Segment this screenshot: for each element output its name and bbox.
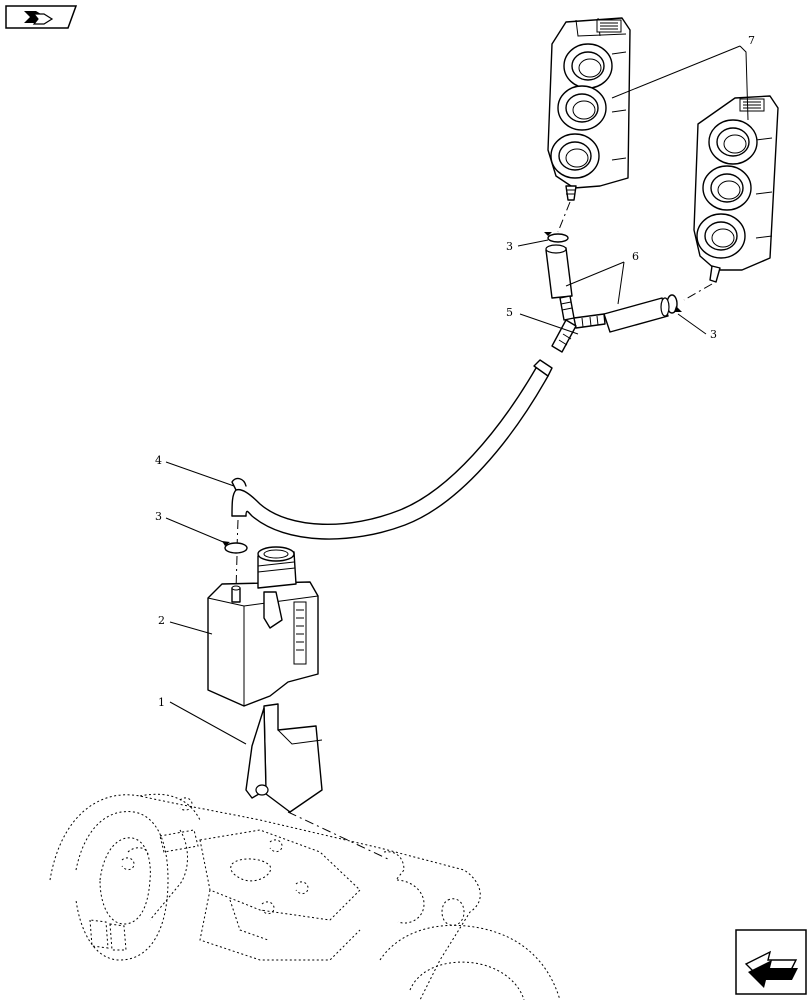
leader-lines: [165, 45, 749, 745]
callout-labels: 7 3 6 5 3 4 3 2 1: [155, 34, 755, 709]
callout-3-right: 3: [710, 328, 717, 341]
callout-7: 7: [748, 34, 755, 47]
assembly-view-icon[interactable]: [5, 5, 78, 29]
port-b3: [696, 213, 746, 259]
next-page-arrow-icon[interactable]: [735, 929, 807, 995]
callout-1: 1: [158, 696, 165, 709]
callout-2: 2: [158, 614, 165, 627]
callout-4: 4: [155, 454, 162, 467]
port-a3: [550, 133, 600, 179]
reservoir-tank: [207, 546, 319, 707]
port-a1: [563, 43, 613, 89]
filler-neck: [257, 546, 297, 589]
port-a2: [557, 85, 607, 131]
valve-manifold-a: [547, 17, 631, 201]
axle-housing: [49, 793, 561, 1000]
short-hose-vertical: [545, 244, 573, 299]
long-hose: [231, 359, 553, 540]
callout-5: 5: [506, 306, 513, 319]
callout-6: 6: [632, 250, 639, 263]
callout-3-lower: 3: [155, 510, 162, 523]
hose-clamp-upper: [544, 232, 569, 243]
port-b2: [702, 165, 752, 211]
mounting-bracket: [245, 703, 323, 813]
tee-fitting: [551, 295, 606, 353]
callout-3-upper: 3: [506, 240, 513, 253]
valve-manifold-b: [693, 95, 779, 283]
port-b1: [708, 119, 758, 165]
short-hose-diagonal: [603, 297, 670, 333]
